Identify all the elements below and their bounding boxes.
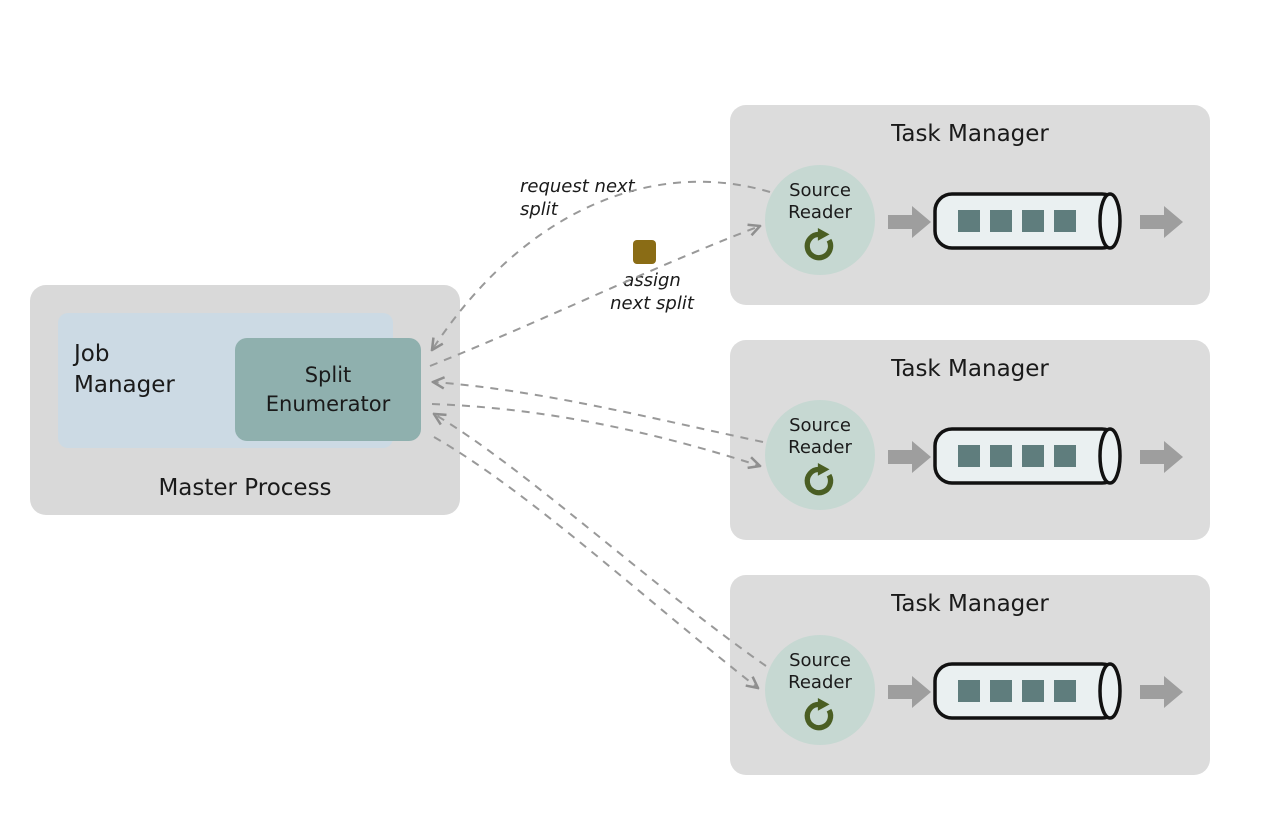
connector-assign-tm2 <box>431 403 760 466</box>
split-token-icon <box>633 240 656 264</box>
task-manager-box-1: Task Manager Source Reader <box>730 105 1210 305</box>
task-manager-title: Task Manager <box>891 356 1049 382</box>
source-reader-circle: Source Reader <box>765 635 875 745</box>
master-process-box: Job Manager Split Enumerator Master Proc… <box>30 285 460 515</box>
source-reader-circle: Source Reader <box>765 165 875 275</box>
flow-arrow-icon <box>888 676 931 708</box>
task-manager-title: Task Manager <box>891 591 1049 617</box>
task-manager-box-3: Task Manager Source Reader <box>730 575 1210 775</box>
queue-cylinder <box>933 427 1122 485</box>
flow-arrow-icon <box>888 441 931 473</box>
refresh-icon <box>804 228 834 261</box>
flow-arrow-icon <box>1140 206 1183 238</box>
queue-cylinder <box>933 192 1122 250</box>
split-enumerator-box: Split Enumerator <box>235 338 421 441</box>
flow-arrow-icon <box>888 206 931 238</box>
split-enumerator-label: Split Enumerator <box>265 363 391 416</box>
source-reader-label: Source Reader <box>788 650 852 693</box>
connector-request-tm3 <box>434 414 767 667</box>
connector-request-tm2 <box>433 382 764 443</box>
refresh-icon <box>804 698 834 731</box>
task-manager-title: Task Manager <box>891 121 1049 147</box>
request-next-split-label: request next split <box>520 176 635 220</box>
source-reader-label: Source Reader <box>788 180 852 223</box>
connector-assign-tm3 <box>433 436 758 688</box>
task-manager-box-2: Task Manager Source Reader <box>730 340 1210 540</box>
source-reader-label: Source Reader <box>788 415 852 458</box>
assign-next-split-label: assign next split <box>610 270 694 314</box>
refresh-icon <box>804 463 834 496</box>
flow-arrow-icon <box>1140 441 1183 473</box>
job-manager-label: Job Manager <box>74 341 175 399</box>
master-process-label: Master Process <box>158 475 332 501</box>
source-reader-circle: Source Reader <box>765 400 875 510</box>
flow-arrow-icon <box>1140 676 1183 708</box>
queue-cylinder <box>933 662 1122 720</box>
